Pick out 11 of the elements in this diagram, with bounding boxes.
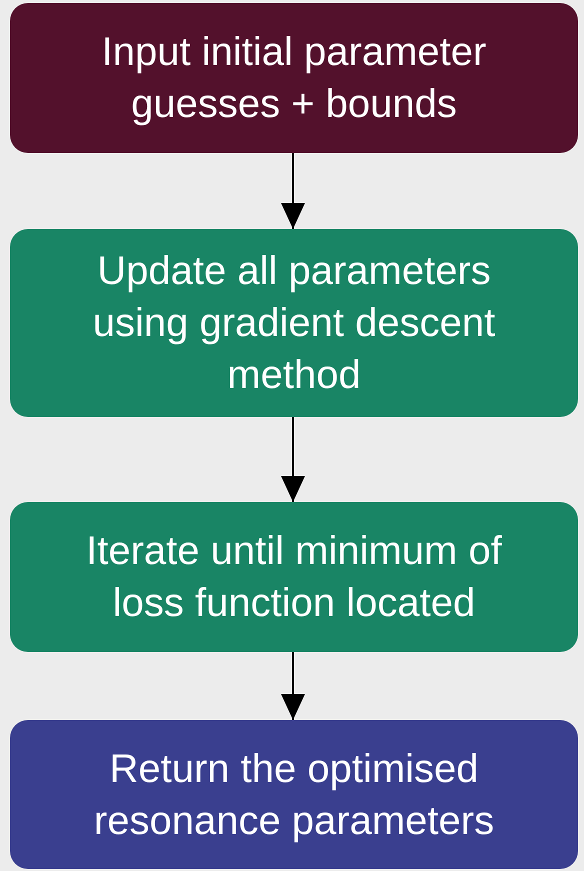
box-label: Input initial parameter guesses + bounds — [100, 29, 488, 128]
process-box — [10, 229, 578, 417]
arrow — [281, 417, 305, 502]
arrow — [281, 652, 305, 720]
box-label: Update all parameters using gradient descent method — [92, 248, 496, 399]
box-label: Return the optimised resonance parameters — [92, 746, 496, 844]
process-box — [10, 720, 578, 869]
arrow — [281, 153, 305, 229]
box-label: Iterate until minimum of loss function located — [85, 528, 503, 627]
process-box — [10, 502, 578, 652]
process-box — [10, 3, 578, 153]
